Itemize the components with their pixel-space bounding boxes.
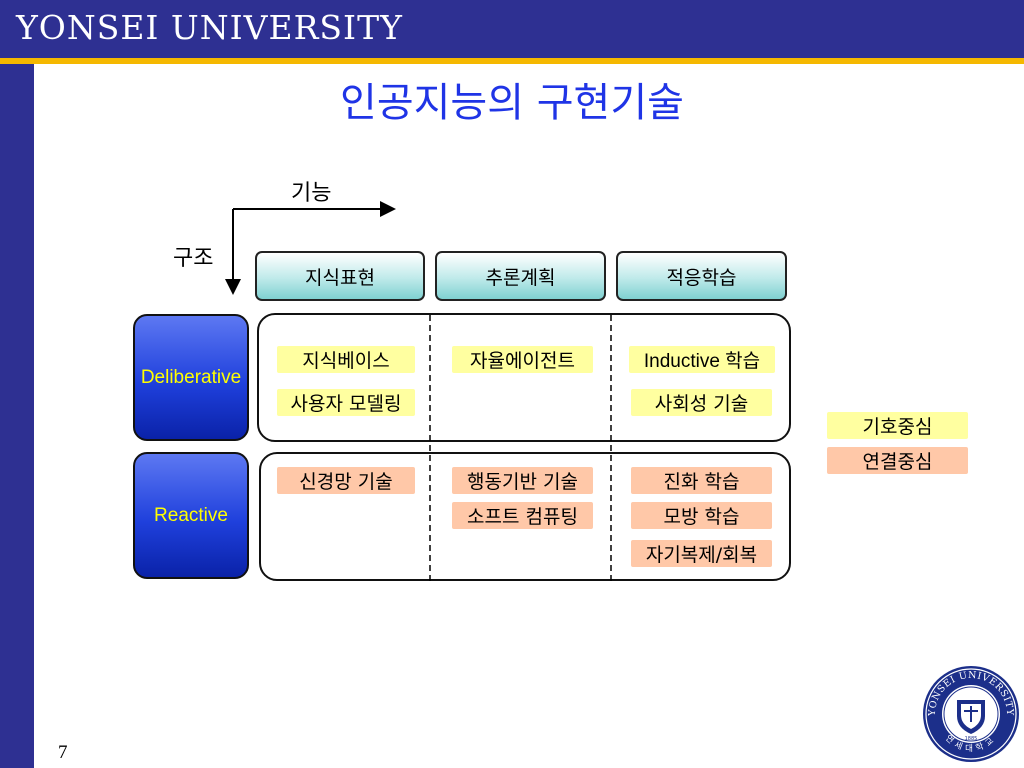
structure-axis-label: 구조 [173,246,214,271]
deliberative-row-frame [257,313,791,442]
cell-knowledge-base: 지식베이스 [277,346,415,373]
cell-user-modeling: 사용자 모델링 [277,389,415,416]
legend-connectionist: 연결중심 [827,447,968,474]
cell-social-skills: 사회성 기술 [631,389,772,416]
cell-self-replication-recovery: 자기복제/회복 [631,540,772,567]
cell-autonomous-agent: 자율에이전트 [452,346,593,373]
function-axis-label: 기능 [291,181,332,206]
slide-title: 인공지능의 구현기술 [340,80,684,126]
column-header-reasoning-planning: 추론계획 [435,251,606,301]
cell-neural-networks: 신경망 기술 [277,467,415,494]
header-bar [0,0,1024,58]
university-seal-logo: YONSEI UNIVERSITY 연세대학교 1885 [923,666,1019,762]
university-name: YONSEI UNIVERSITY [16,8,403,47]
cell-behavior-based: 행동기반 기술 [452,467,593,494]
axis-arrows [225,201,396,295]
cell-imitation-learning: 모방 학습 [631,502,772,529]
page-number: 7 [58,742,68,763]
svg-text:1885: 1885 [965,736,978,742]
row-header-reactive: Reactive [133,452,249,579]
column-header-knowledge-representation: 지식표현 [255,251,425,301]
column-header-adaptive-learning: 적응학습 [616,251,787,301]
cell-evolutionary-learning: 진화 학습 [631,467,772,494]
cell-soft-computing: 소프트 컴퓨팅 [452,502,593,529]
cell-inductive-learning: Inductive 학습 [629,346,775,373]
row-header-deliberative: Deliberative [133,314,249,441]
legend-symbolic: 기호중심 [827,412,968,439]
header-accent-line [0,58,1024,64]
left-sidebar-bar [0,64,34,768]
